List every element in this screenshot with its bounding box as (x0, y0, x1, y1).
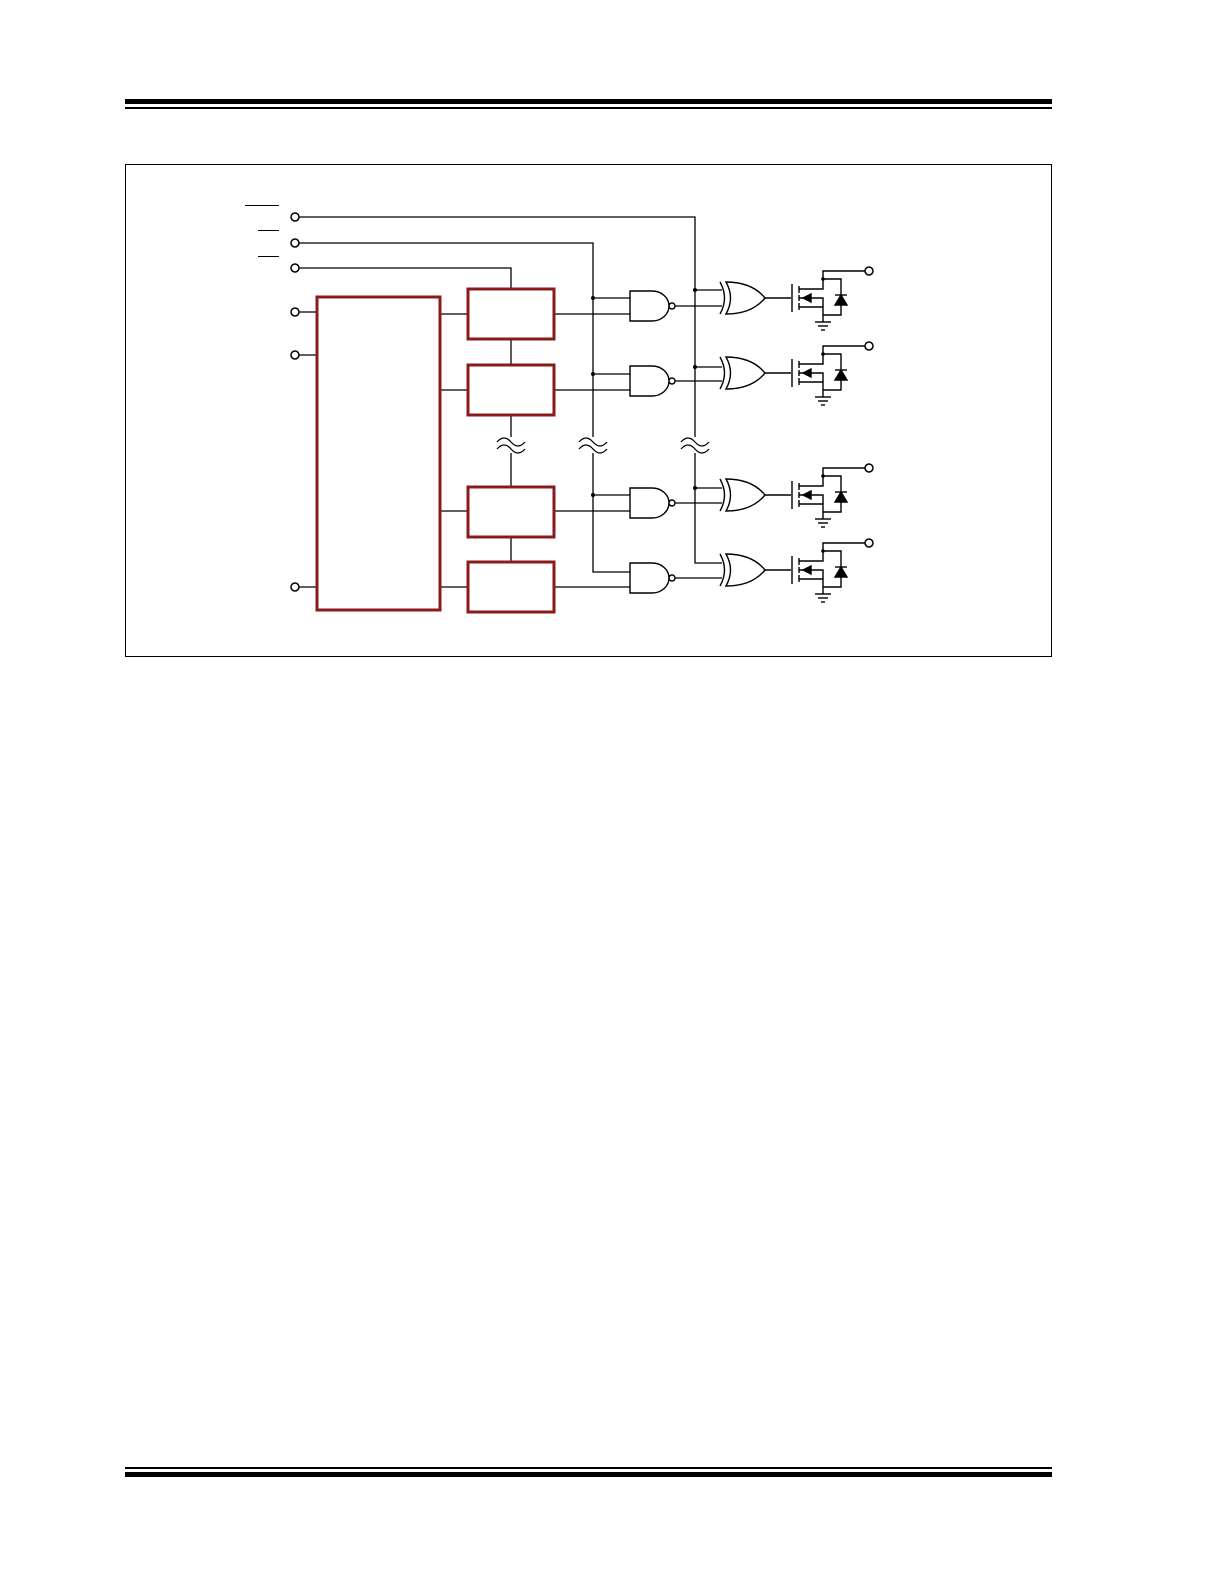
latch-block-4 (466, 560, 556, 614)
wiring (299, 216, 722, 588)
xor-gate (724, 356, 766, 390)
input-overbars (245, 205, 279, 257)
xor-input-arc (719, 281, 726, 315)
input-terminal-1 (290, 212, 300, 222)
mosfet-arrow (801, 367, 812, 379)
header-rule-thick (125, 99, 1052, 104)
nand-bubble (668, 302, 676, 310)
latch-block-1 (466, 287, 556, 341)
figure-frame (125, 164, 1052, 657)
footer-rule-thin (125, 1467, 1052, 1469)
output-terminal (864, 463, 874, 473)
channel-2 (629, 341, 874, 406)
nand-bubble (668, 499, 676, 507)
latch-block-3 (466, 485, 556, 539)
xor-gate (724, 553, 766, 587)
nand-gate (629, 562, 670, 594)
xor-input-arc (719, 356, 726, 390)
xor-input-arc (719, 553, 726, 587)
nand-gate (629, 487, 670, 519)
break-symbols (496, 437, 710, 454)
nand-bubble (668, 377, 676, 385)
output-channels (629, 266, 874, 603)
xor-gate (724, 281, 766, 315)
mosfet-arrow (801, 564, 812, 576)
input-terminal-3 (290, 263, 300, 273)
xor-input-arc (719, 478, 726, 512)
body-diode (833, 490, 849, 503)
input-terminal-6 (290, 582, 300, 592)
footer-rule-thick (125, 1472, 1052, 1477)
latch-block-2 (466, 363, 556, 417)
body-diode (833, 368, 849, 381)
latch-blocks (466, 287, 556, 614)
input-terminal-5 (290, 350, 300, 360)
header-rule-thin (125, 107, 1052, 109)
mosfet-arrow (801, 489, 812, 501)
junctions (591, 288, 697, 497)
xor-gate (724, 478, 766, 512)
input-terminal-4 (290, 307, 300, 317)
nand-gate (629, 290, 670, 322)
nand-gate (629, 365, 670, 397)
shift-register-block (315, 295, 442, 612)
channel-1 (629, 266, 874, 331)
body-diode (833, 565, 849, 578)
channel-3 (629, 463, 874, 528)
output-terminal (864, 341, 874, 351)
output-terminal (864, 538, 874, 548)
input-terminal-2 (290, 238, 300, 248)
body-diode (833, 293, 849, 306)
nand-bubble (668, 574, 676, 582)
mosfet-arrow (801, 292, 812, 304)
output-terminal (864, 266, 874, 276)
input-terminals (290, 212, 300, 592)
channel-4 (629, 538, 874, 603)
